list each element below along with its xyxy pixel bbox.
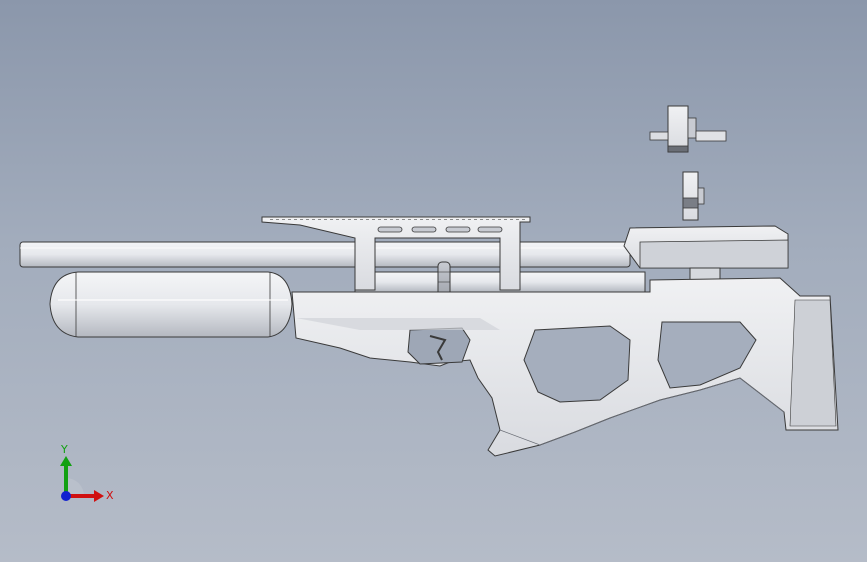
picatinny-rail[interactable]	[261, 216, 531, 291]
coordinate-triad: Y X	[60, 443, 114, 502]
rear-action-block[interactable]	[623, 225, 789, 301]
bullpup-stock[interactable]	[291, 277, 839, 457]
air-cylinder[interactable]	[49, 271, 293, 338]
exploded-part-upper[interactable]	[649, 105, 727, 153]
bolt-handle[interactable]	[437, 261, 451, 299]
y-axis-label: Y	[60, 443, 68, 456]
exploded-part-lower[interactable]	[682, 171, 705, 221]
triad-plane	[66, 478, 84, 496]
y-axis-arrow	[60, 456, 72, 496]
z-axis-marker	[61, 491, 71, 501]
x-axis-label: X	[106, 489, 114, 502]
barrel[interactable]	[19, 241, 631, 268]
